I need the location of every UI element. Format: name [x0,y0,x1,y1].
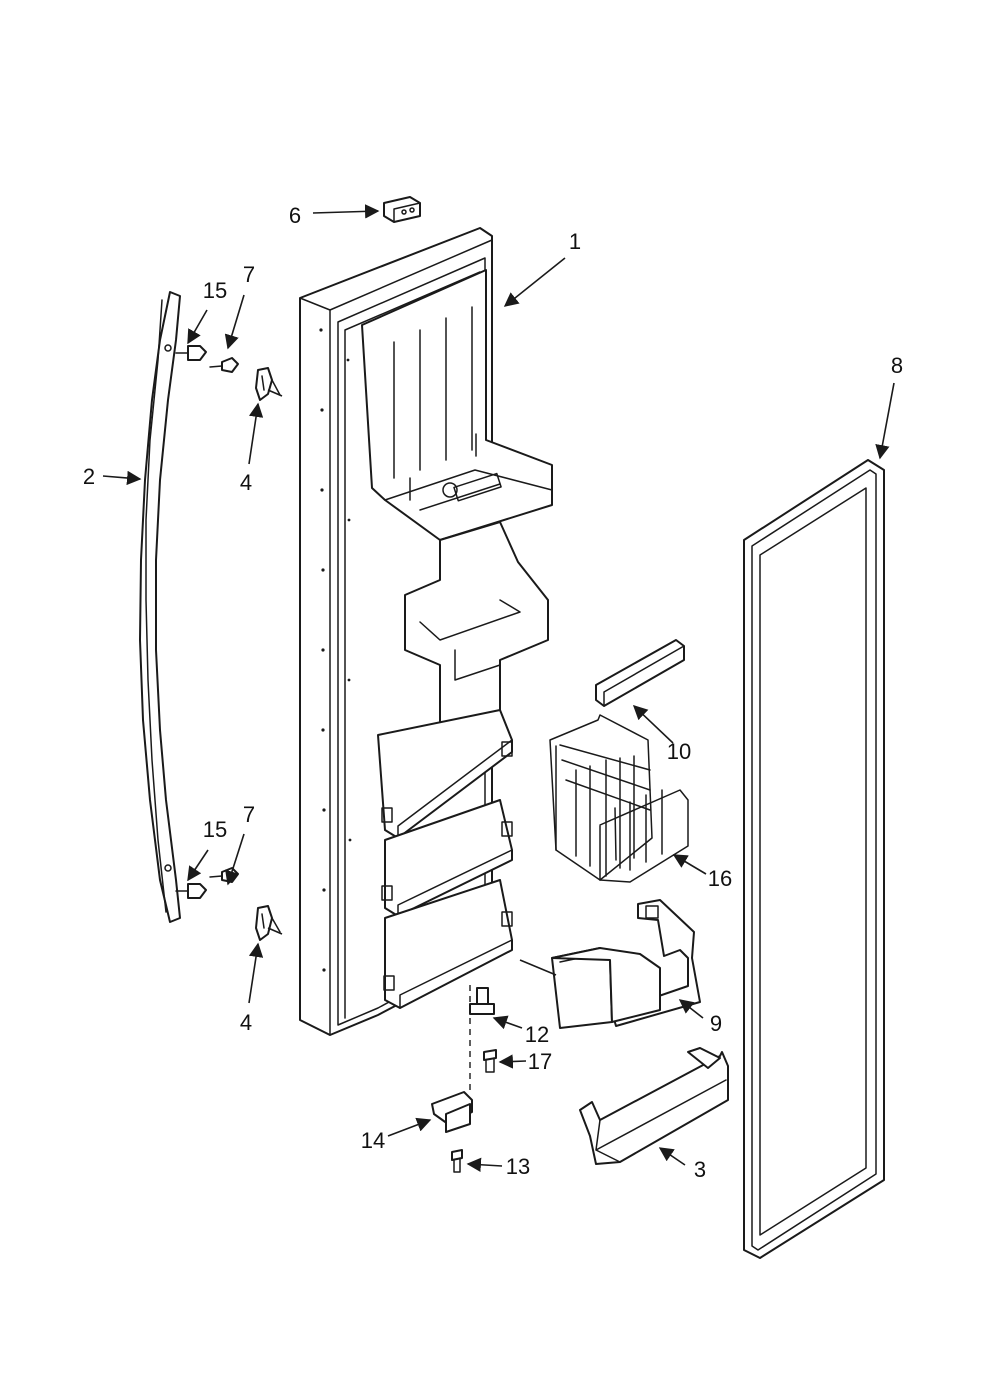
callout-15-top: 15 [203,278,227,303]
leader-lines [102,204,895,1172]
callout-15-bottom: 15 [203,817,227,842]
part-2-handle [139,291,181,923]
callout-2: 2 [83,464,95,489]
bottom-fasteners [175,867,281,941]
door-shelves [377,709,513,1009]
callout-10: 10 [667,739,691,764]
callout-1: 1 [569,229,581,254]
part-16-basket [549,714,689,883]
part-3-bin [579,1047,729,1165]
callout-7-bottom: 7 [243,802,255,827]
part-9-bin [551,899,701,1029]
callout-14: 14 [361,1128,385,1153]
part-6-cap [383,196,421,223]
callout-7-top: 7 [243,262,255,287]
part-1-door [299,227,553,1036]
callout-labels: 6 1 2 15 7 4 8 10 16 15 7 4 9 12 17 14 1… [83,203,903,1182]
callout-13: 13 [506,1154,530,1179]
callout-4-top: 4 [240,470,252,495]
part-10-trim [595,639,685,707]
callout-9: 9 [710,1011,722,1036]
callout-6: 6 [289,203,301,228]
callout-3: 3 [694,1157,706,1182]
callout-4-bottom: 4 [240,1010,252,1035]
callout-8: 8 [891,353,903,378]
part-8-gasket [743,459,885,1259]
callout-17: 17 [528,1049,552,1074]
door-screw-holes [319,328,352,972]
top-fasteners [175,345,281,401]
hinge-hardware [431,985,497,1173]
callout-12: 12 [525,1022,549,1047]
callout-16: 16 [708,866,732,891]
